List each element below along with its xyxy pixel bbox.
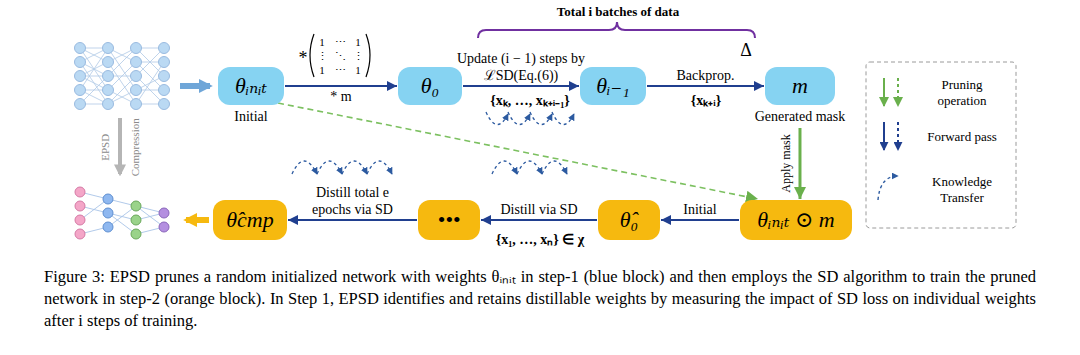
pruning-sample	[883, 78, 885, 106]
process-node: θᵢ₋₁	[580, 67, 646, 105]
node-caption: Generated mask	[755, 108, 846, 125]
process-node: θᵢₙᵢₜ ⊙ m	[740, 200, 852, 240]
node-symbol: m	[792, 73, 808, 99]
pruning-arrow	[798, 128, 801, 199]
compressed-network	[75, 187, 169, 239]
pruning-sample	[897, 78, 899, 106]
annotation-text: *	[299, 48, 308, 69]
annotation-text: Δ	[740, 40, 752, 61]
edge-label: Update (i − 1) steps by ℒSD(Eq.(6))	[450, 50, 592, 84]
matrix-bracket	[366, 34, 370, 77]
process-node: θ₀	[398, 67, 462, 105]
node-box: θᵢₙᵢₜ	[218, 67, 284, 105]
node-symbol: •••	[437, 207, 460, 233]
annotation-text: {xₖ₊ᵢ}	[691, 93, 722, 109]
edge-label: Distill via SD	[500, 201, 577, 218]
edge-label: Distill total e epochs via SD	[301, 184, 405, 218]
forward-arrow	[647, 85, 764, 87]
node-box: θ₀	[398, 67, 462, 105]
node-box: θ̂cmp	[213, 200, 287, 240]
node-box: •••	[418, 200, 480, 240]
process-node: mGenerated mask	[755, 67, 846, 125]
legend-text: Forward pass	[919, 129, 1005, 145]
node-box: θᵢ₋₁	[580, 67, 646, 105]
annotation-text: ⋯	[335, 64, 346, 77]
output-arrow	[186, 217, 209, 223]
node-symbol: θᵢₙᵢₜ ⊙ m	[757, 207, 834, 233]
forward-arrow	[481, 219, 597, 221]
annotation-text: ⋯	[335, 36, 346, 49]
matrix-bracket	[310, 34, 314, 77]
annotation-text: 1	[319, 36, 325, 49]
edge-label: Backprop.	[677, 67, 735, 84]
network-links	[80, 48, 164, 104]
dense-network	[75, 43, 170, 110]
batch-brace	[478, 22, 755, 38]
transfer-sample	[878, 176, 898, 200]
forward-sample	[897, 122, 899, 150]
forward-sample	[883, 122, 885, 150]
annotation-text: ⋮	[353, 50, 364, 63]
forward-arrow	[288, 219, 417, 221]
forward-arrow	[285, 85, 397, 87]
legend-text: Knowledge Transfer	[919, 174, 1005, 206]
process-node: θ̂₀	[598, 200, 660, 240]
network-neurons	[75, 187, 169, 239]
knowledge-transfer-arcs	[292, 112, 574, 174]
edge-label: * m	[330, 88, 351, 105]
edge-label: Initial	[683, 201, 716, 218]
figure-caption: Figure 3: EPSD prunes a random initializ…	[44, 266, 1036, 332]
legend-samples	[878, 78, 898, 200]
node-box: θ̂₀	[598, 200, 660, 240]
process-node: θ̂cmp	[213, 200, 287, 240]
input-arrow	[180, 83, 210, 89]
compression-arrow	[118, 118, 122, 174]
annotation-text: ⋮	[317, 50, 328, 63]
network-neurons	[75, 43, 170, 110]
process-node: •••	[418, 200, 480, 240]
annotation-text: Compression	[129, 118, 142, 176]
legend-text: Pruning operation	[919, 77, 1005, 109]
edge-label: Apply mask	[777, 134, 794, 192]
annotation-text: ⋱	[335, 50, 346, 63]
legend-frame	[866, 62, 1016, 228]
node-caption: Initial	[234, 108, 267, 125]
node-symbol: θ̂cmp	[226, 207, 273, 233]
node-symbol: θ̂₀	[620, 207, 638, 233]
node-box: θᵢₙᵢₜ ⊙ m	[740, 200, 852, 240]
annotation-text: 1	[319, 64, 325, 77]
forward-arrow	[463, 85, 579, 87]
annotation-text: EPSD	[99, 134, 112, 161]
network-links	[80, 192, 164, 234]
node-box: m	[765, 67, 835, 105]
node-symbol: θ₀	[421, 73, 439, 99]
process-node: θᵢₙᵢₜInitial	[218, 67, 284, 125]
node-symbol: θᵢ₋₁	[596, 73, 630, 99]
annotation-text: Total i batches of data	[557, 5, 679, 20]
annotation-text: 1	[355, 64, 361, 77]
annotation-text: {x₁, …, xₙ} ∈ χ	[496, 232, 585, 248]
node-symbol: θᵢₙᵢₜ	[235, 73, 267, 99]
annotation-text: 1	[355, 36, 361, 49]
annotation-text: {xₖ, …, xₖ₊ᵢ₋₁}	[490, 93, 570, 109]
forward-arrow	[661, 219, 739, 221]
pruning-arrow	[278, 103, 758, 199]
